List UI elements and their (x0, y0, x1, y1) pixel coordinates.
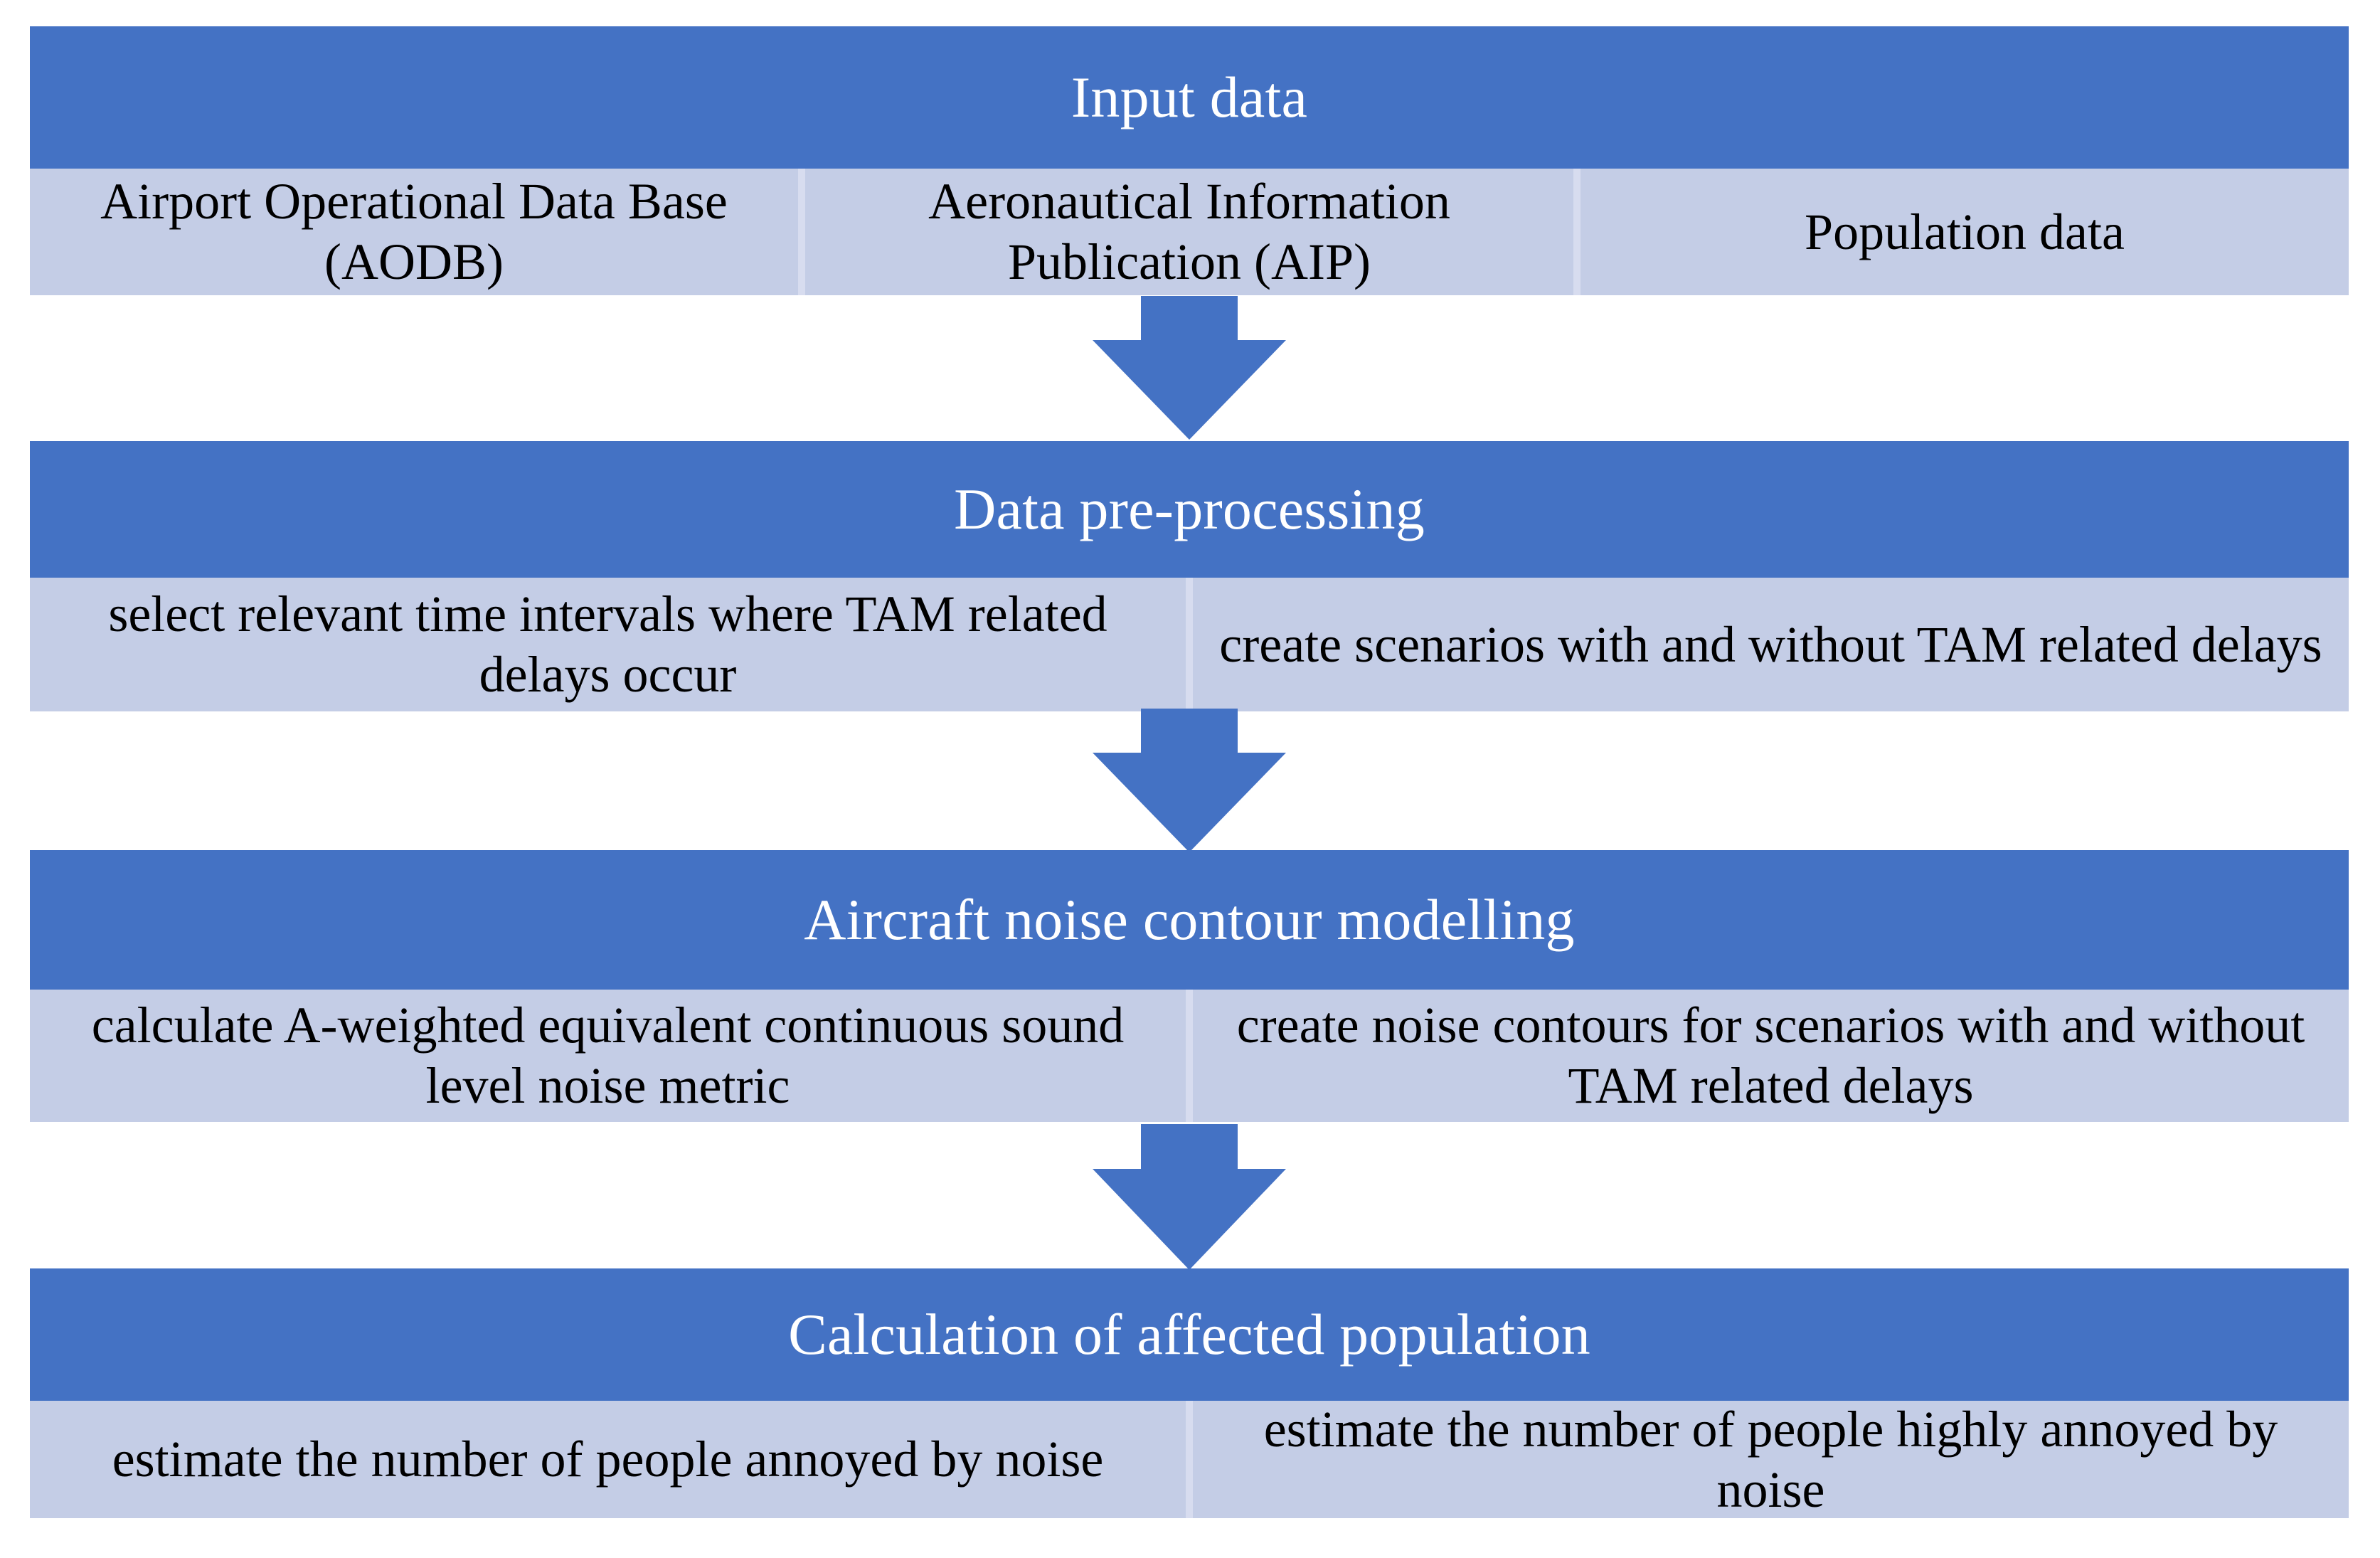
stage-input-data: Input data Airport Operational Data Base… (30, 26, 2349, 295)
stage-header-calculation-of-affected-population: Calculation of affected population (30, 1268, 2349, 1401)
stage-item-aodb: Airport Operational Data Base (AODB) (30, 169, 798, 295)
down-arrow-icon (1093, 1124, 1286, 1270)
stage-item-calculate-noise-metric: calculate A-weighted equivalent continuo… (30, 990, 1186, 1122)
stage-item-estimate-highly-annoyed: estimate the number of people highly ann… (1193, 1401, 2349, 1518)
stage-calculation-of-affected-population: Calculation of affected population estim… (30, 1268, 2349, 1518)
stage-items-input-data: Airport Operational Data Base (AODB) Aer… (30, 169, 2349, 295)
stage-item-create-noise-contours: create noise contours for scenarios with… (1193, 990, 2349, 1122)
stage-data-pre-processing: Data pre-processing select relevant time… (30, 441, 2349, 711)
stage-header-data-pre-processing: Data pre-processing (30, 441, 2349, 578)
stage-item-estimate-annoyed: estimate the number of people annoyed by… (30, 1401, 1186, 1518)
stage-header-input-data: Input data (30, 26, 2349, 169)
stage-item-aip: Aeronautical Information Publication (AI… (805, 169, 1573, 295)
stage-items-aircraft-noise-contour-modelling: calculate A-weighted equivalent continuo… (30, 990, 2349, 1122)
down-arrow-icon (1093, 296, 1286, 440)
stage-item-create-scenarios: create scenarios with and without TAM re… (1193, 578, 2349, 711)
stage-item-select-time-intervals: select relevant time intervals where TAM… (30, 578, 1186, 711)
stage-items-data-pre-processing: select relevant time intervals where TAM… (30, 578, 2349, 711)
stage-header-aircraft-noise-contour-modelling: Aircraft noise contour modelling (30, 850, 2349, 990)
stage-aircraft-noise-contour-modelling: Aircraft noise contour modelling calcula… (30, 850, 2349, 1122)
down-arrow-icon (1093, 709, 1286, 852)
stage-item-population-data: Population data (1581, 169, 2349, 295)
stage-items-calculation-of-affected-population: estimate the number of people annoyed by… (30, 1401, 2349, 1518)
